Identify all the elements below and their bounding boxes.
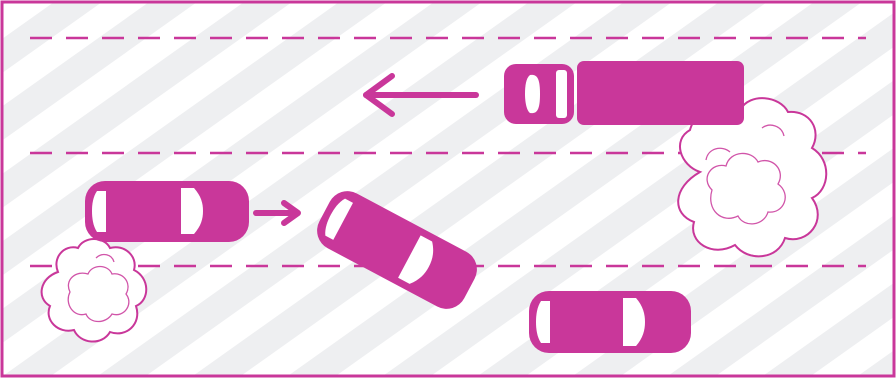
- car-icon-bottom: [529, 291, 691, 353]
- car-rear-window: [92, 191, 106, 232]
- truck-icon: [504, 61, 744, 125]
- truck-trailer: [577, 61, 744, 125]
- car-body: [317, 191, 477, 309]
- car-icon-left: [85, 181, 249, 242]
- car-front-window: [181, 188, 203, 234]
- car-rear-window: [536, 301, 550, 343]
- car-front-window: [398, 235, 434, 284]
- car-body: [85, 181, 249, 242]
- car-body: [529, 291, 691, 353]
- arrow-icon-left: [363, 73, 479, 117]
- arrow-icon-short: [253, 200, 301, 226]
- truck-windshield: [525, 74, 540, 114]
- smoke-cloud-left: [40, 238, 148, 343]
- background-stripe: [3, 3, 291, 208]
- background-stripe: [859, 350, 893, 375]
- background-stripe: [669, 215, 893, 375]
- car-front-window: [623, 298, 645, 346]
- truck-side-window: [556, 70, 567, 118]
- background-stripe: [764, 283, 893, 375]
- car-icon-tilted: [317, 191, 477, 309]
- car-rear-window: [325, 198, 353, 240]
